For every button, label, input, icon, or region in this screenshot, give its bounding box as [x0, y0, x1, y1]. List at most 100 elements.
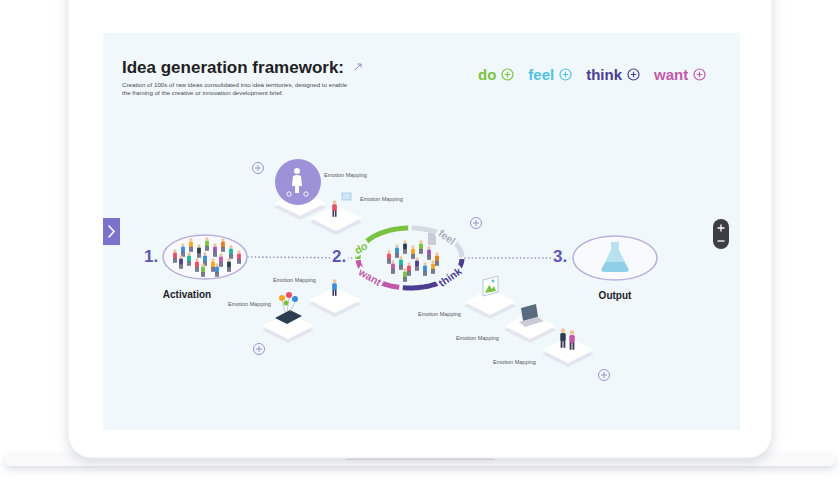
tile	[504, 304, 556, 343]
legend-swatch	[501, 68, 514, 81]
tile	[304, 192, 308, 196]
activation-circle-outline	[163, 235, 247, 279]
output-circle-outline	[573, 236, 657, 280]
tile	[492, 280, 495, 283]
tile	[542, 328, 594, 367]
callout-number: 2.	[330, 248, 348, 265]
tile-label: Emotion Mapping	[493, 359, 536, 365]
plus-icon	[471, 218, 482, 229]
crowd	[189, 238, 193, 252]
tile	[262, 292, 314, 343]
node-heading: Activation	[163, 289, 211, 301]
link-icon	[355, 64, 361, 70]
tile	[292, 296, 298, 302]
plus-icon	[599, 370, 610, 381]
legend-text: do	[478, 67, 496, 82]
side-tab	[109, 226, 114, 237]
crowd	[237, 250, 241, 264]
side-tab	[103, 218, 120, 245]
ring-label: feel	[435, 226, 459, 247]
legend-swatch	[697, 71, 702, 76]
tile-label: Emotion Mapping	[418, 311, 461, 317]
subtitle: Creation of 100s of raw ideas consolidat…	[122, 81, 350, 98]
plus-icon	[253, 163, 264, 174]
legend-swatch	[560, 69, 571, 80]
ring-label: want	[355, 266, 384, 289]
tile	[519, 317, 544, 327]
legend-item: want	[654, 67, 706, 82]
crowd	[431, 260, 435, 274]
crowd	[201, 263, 205, 277]
output-fill	[572, 235, 658, 281]
tile	[287, 192, 291, 196]
legend-swatch	[628, 69, 639, 80]
crowd	[187, 252, 191, 266]
legend-item: feel	[528, 67, 572, 82]
callout-number: 1.	[142, 248, 160, 265]
crowd	[215, 263, 219, 277]
crowd	[387, 250, 391, 264]
crowd	[227, 258, 231, 272]
laptop-frame	[5, 0, 835, 466]
legend-swatch	[694, 69, 705, 80]
crowd	[211, 258, 215, 272]
crowd	[179, 255, 183, 269]
crowd	[407, 262, 411, 276]
tile	[332, 200, 337, 217]
crowd	[229, 245, 233, 259]
ring-label: think	[435, 265, 465, 290]
output-circle: Output	[572, 235, 658, 281]
activation-circle-outline	[162, 234, 248, 280]
tile-label: Emotion Mapping	[360, 196, 403, 202]
laptop-frame	[68, 0, 772, 458]
zoom-control	[718, 225, 725, 232]
legend-item: do	[478, 67, 514, 82]
crowd	[435, 252, 439, 266]
plus-icon	[473, 220, 479, 226]
plus-icon	[255, 165, 261, 171]
emotion-ring: dofeelthinkwant	[355, 225, 465, 291]
crowd	[415, 257, 419, 271]
legend-swatch	[559, 68, 572, 81]
node-heading: Output	[599, 290, 632, 302]
legend-swatch	[505, 71, 510, 76]
flask-icon	[601, 250, 628, 272]
tile-label: Emotion Mapping	[324, 172, 367, 178]
flask-icon	[601, 262, 628, 272]
crowd	[173, 237, 241, 277]
tile	[309, 279, 361, 317]
activation-circle: Activation	[162, 234, 248, 280]
crowd	[391, 260, 395, 274]
tile	[275, 159, 321, 205]
activation-fill	[162, 234, 248, 280]
crowd	[181, 243, 185, 257]
output-circle-outline	[572, 235, 658, 281]
legend-text: want	[654, 67, 688, 82]
tile	[464, 276, 516, 319]
tile-label: Emotion Mapping	[273, 277, 316, 283]
flask-icon	[611, 242, 619, 251]
tile	[485, 285, 496, 293]
crowd	[213, 243, 217, 257]
legend-swatch	[563, 71, 568, 76]
zoom-control	[718, 240, 725, 241]
link-icon	[355, 64, 361, 70]
tile	[294, 168, 300, 174]
tile-label: Emotion Mapping	[228, 301, 271, 307]
plus-icon	[601, 372, 607, 378]
tile	[284, 301, 289, 306]
plus-icon	[254, 344, 265, 355]
tile-label: Emotion Mapping	[456, 335, 499, 341]
crowd	[419, 240, 423, 254]
callout-number: 3.	[551, 248, 569, 265]
crowd	[423, 262, 427, 276]
tile	[569, 330, 575, 350]
tile	[483, 276, 498, 296]
side-tab	[103, 218, 120, 245]
diagram-title: Idea generation framework:	[122, 58, 344, 78]
legend-item: think	[586, 67, 640, 82]
tile	[342, 193, 351, 200]
legend-swatch	[502, 69, 513, 80]
crowd	[395, 244, 399, 258]
